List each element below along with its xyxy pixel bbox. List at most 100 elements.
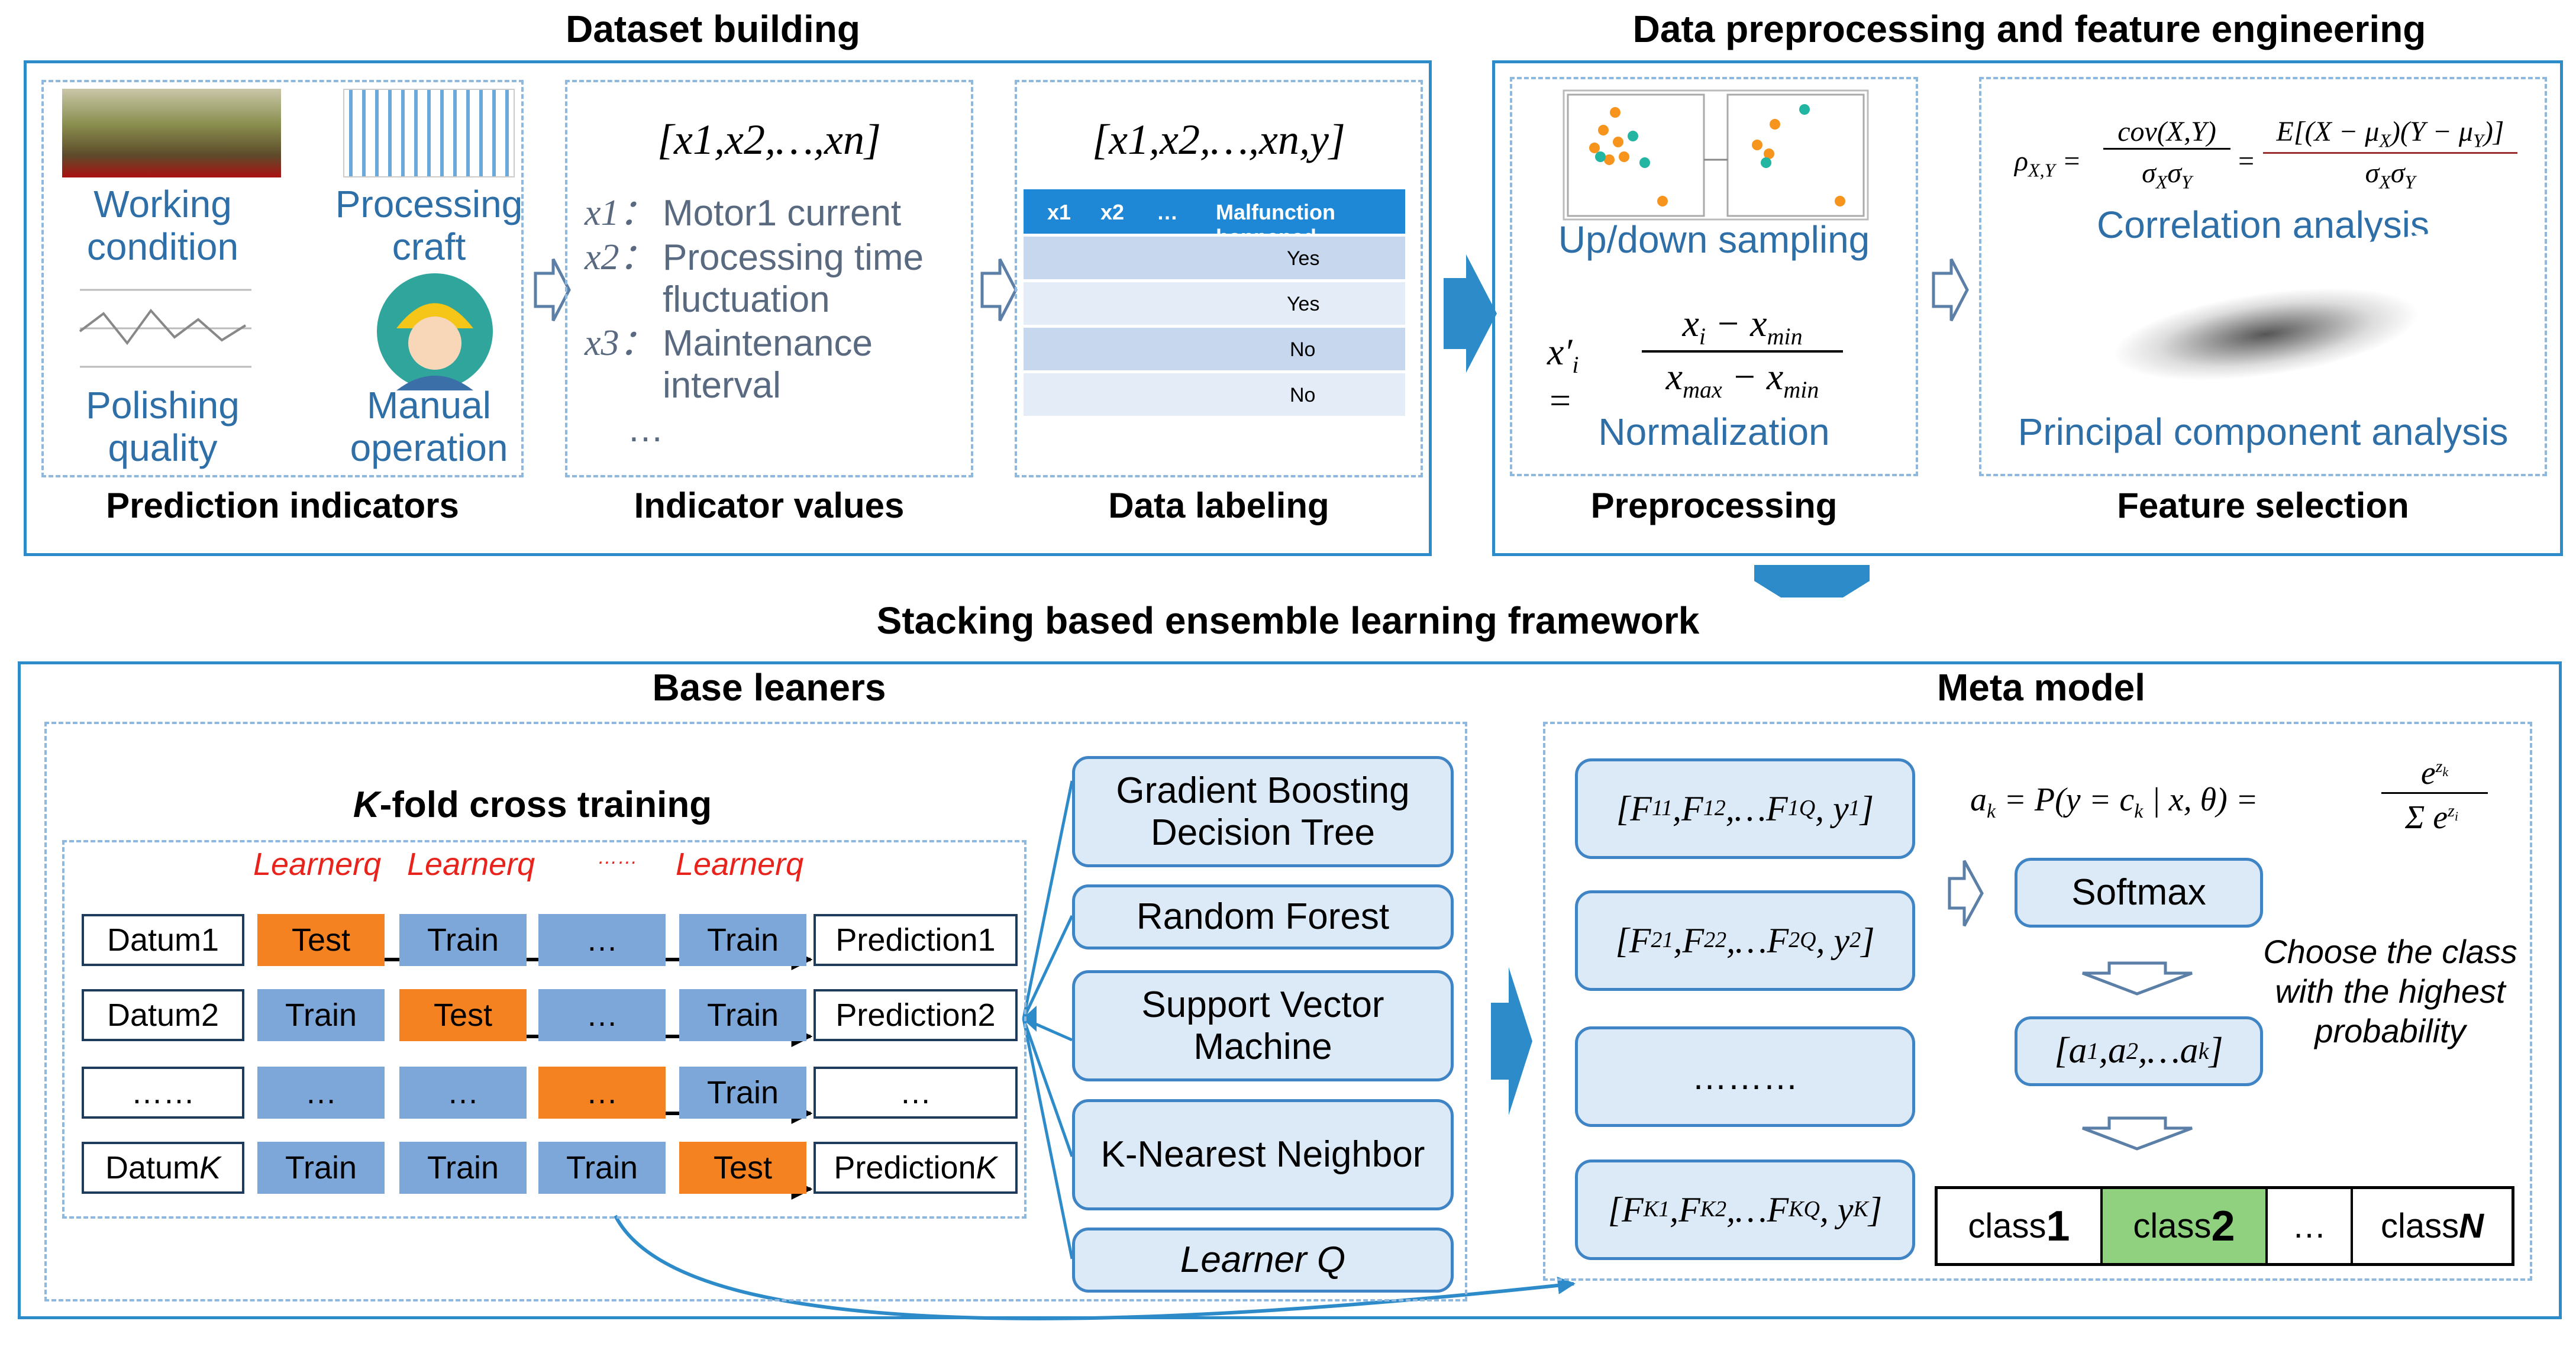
sampling-plot — [1563, 89, 1869, 221]
meta-feature-row-ellipsis: ……… — [1575, 1026, 1915, 1127]
train-cell: Train — [257, 1142, 385, 1194]
hollow-arrow-down-1 — [2082, 961, 2193, 996]
table-col-ellipsis: … — [1157, 200, 1178, 224]
softmax-box: Softmax — [2015, 858, 2263, 928]
indicator-motor-current: Motor1 current — [663, 193, 902, 234]
table-row: Yes — [1024, 282, 1405, 325]
class-cell-ellipsis: … — [2268, 1189, 2353, 1263]
feature-selection-caption: Feature selection — [2117, 486, 2409, 525]
ellipsis-cell: … — [538, 914, 666, 966]
meta-model-title: Meta model — [1936, 666, 2146, 709]
kfold-title: K-fold cross training — [353, 784, 712, 825]
var-x3: x3： — [585, 323, 656, 363]
prediction-indicators-box — [41, 80, 524, 477]
hollow-arrow-3 — [1932, 258, 1969, 322]
indicator-processing-time: Processing time fluctuation — [663, 237, 924, 321]
ellipsis-cell: … — [399, 1067, 527, 1119]
processing-craft-chart — [343, 89, 515, 177]
train-cell: Train — [679, 989, 806, 1041]
train-cell: Train — [538, 1142, 666, 1194]
curved-arrow — [614, 1215, 1576, 1320]
table-row: Yes — [1024, 237, 1405, 279]
pca-label: Principal component analysis — [2017, 411, 2509, 453]
framework-title: Stacking based ensemble learning framewo… — [876, 599, 1700, 642]
fan-arrowhead — [1022, 1006, 1037, 1032]
datum-cell: …… — [82, 1067, 244, 1119]
meta-model-box — [1543, 722, 2532, 1281]
ellipsis-cell: … — [538, 989, 666, 1041]
learner-header-4: Learnerq — [676, 847, 804, 882]
datum-cell: Datum2 — [82, 989, 244, 1041]
indicator-maintenance: Maintenance interval — [663, 323, 873, 406]
hollow-arrow-down-2 — [2082, 1116, 2193, 1151]
prediction-cell: Prediction2 — [814, 989, 1018, 1041]
hollow-arrow-2 — [980, 258, 1018, 322]
normalization-label: Normalization — [1598, 411, 1830, 453]
table-row: No — [1024, 373, 1405, 416]
prediction-indicators-caption: Prediction indicators — [106, 486, 459, 525]
solid-arrow-right-bottom — [1491, 967, 1532, 1115]
preprocessing-title: Data preprocessing and feature engineeri… — [1632, 8, 2426, 50]
indicator-values-header: [x1,x2,…,xn] — [657, 116, 881, 163]
test-cell: Test — [399, 989, 527, 1041]
framework-frame — [18, 661, 2562, 1319]
solid-arrow-right-top — [1444, 254, 1497, 373]
preprocessing-caption: Preprocessing — [1590, 486, 1838, 525]
test-cell: Test — [257, 914, 385, 966]
processing-craft-label: Processing craft — [335, 183, 523, 268]
kfold-box — [62, 840, 1026, 1219]
ellipsis-cell: … — [257, 1067, 385, 1119]
var-x2: x2： — [585, 237, 656, 277]
table-col-x2: x2 — [1100, 200, 1125, 224]
data-labeling-box — [1015, 80, 1423, 477]
model-random-forest: Random Forest — [1072, 884, 1454, 949]
prediction-cell: … — [814, 1067, 1018, 1119]
preprocessing-box — [1510, 77, 1918, 476]
model-learner-q: Learner Q — [1072, 1228, 1454, 1293]
data-labeling-header: [x1,x2,…,xn,y] — [1092, 116, 1345, 163]
indicator-ellipsis: … — [627, 409, 664, 450]
train-cell: Train — [679, 914, 806, 966]
train-cell: Train — [257, 989, 385, 1041]
prediction-cell: Prediction1 — [814, 914, 1018, 966]
choose-class-note: Choose the class with the highest probab… — [2263, 933, 2517, 1050]
working-condition-image — [62, 89, 281, 177]
model-knn: K-Nearest Neighbor — [1072, 1099, 1454, 1210]
test-cell: Test — [679, 1142, 806, 1194]
control-chart-icon — [79, 289, 251, 368]
table-col-x1: x1 — [1047, 200, 1071, 224]
model-gbdt: Gradient Boosting Decision Tree — [1072, 756, 1454, 867]
labeling-table: x1 x2 … Malfunction happened Yes Yes No … — [1024, 189, 1405, 426]
model-svm: Support Vector Machine — [1072, 970, 1454, 1081]
learner-header-3: …… — [598, 846, 638, 868]
preprocessing-frame — [1492, 60, 2563, 556]
dataset-building-title: Dataset building — [566, 8, 860, 50]
hollow-arrow-1 — [534, 258, 571, 322]
sampling-label: Up/down sampling — [1558, 218, 1870, 261]
worker-avatar-icon — [377, 273, 493, 390]
working-condition-label: Working condition — [86, 183, 239, 268]
base-learners-title: Base leaners — [652, 666, 886, 709]
learner-header-2: Learnerq — [407, 847, 535, 882]
polishing-quality-label: Polishing quality — [86, 384, 240, 469]
correlation-label: Correlation analysis — [2096, 204, 2430, 246]
manual-operation-label: Manual operation — [350, 384, 508, 469]
dataset-building-frame — [24, 60, 1432, 556]
train-cell: Train — [399, 914, 527, 966]
train-cell: Train — [399, 1142, 527, 1194]
indicator-values-box — [565, 80, 973, 477]
base-learners-box — [44, 722, 1467, 1301]
datum-cell: Datum1 — [82, 914, 244, 966]
hollow-arrow-meta — [1948, 860, 1984, 927]
train-cell: Train — [679, 1067, 806, 1119]
data-labeling-caption: Data labeling — [1108, 486, 1329, 525]
